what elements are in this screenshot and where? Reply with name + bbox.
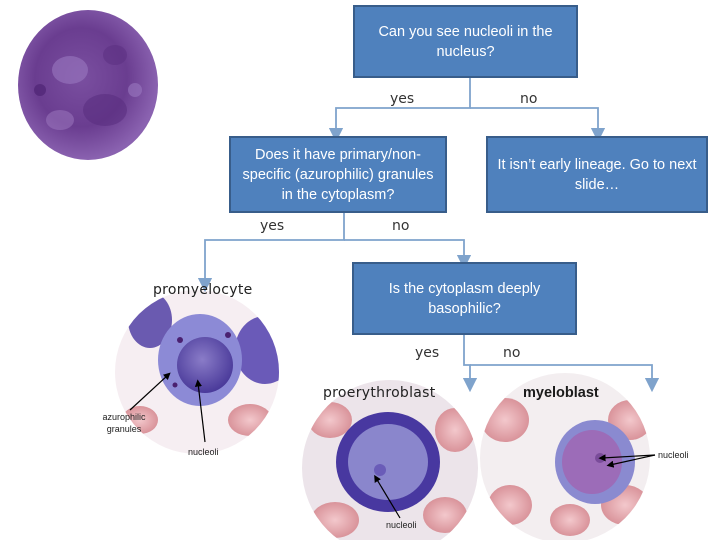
- result-box-not-early-lineage: It isn’t early lineage. Go to next slide…: [486, 136, 708, 213]
- blast-cell-image: [18, 10, 158, 160]
- branch-label-q2-yes: yes: [260, 218, 285, 234]
- branch-label-q3-no: no: [503, 345, 521, 361]
- branch-label-q3-yes: yes: [415, 345, 440, 361]
- annotation-nucleoli-promyelocyte: nucleoli: [188, 447, 219, 457]
- question-nucleoli-text: Can you see nucleoli in the nucleus?: [378, 23, 553, 60]
- annotation-pointers: [129, 372, 656, 519]
- cell-label-promyelocyte: promyelocyte: [153, 282, 253, 298]
- cell-label-myeloblast: myeloblast: [523, 385, 599, 401]
- connectors: [197, 78, 660, 393]
- annotation-nucleoli-proerythroblast: nucleoli: [386, 520, 417, 530]
- annotation-nucleoli-myeloblast: nucleoli: [658, 450, 689, 460]
- cell-label-proerythroblast: proerythroblast: [323, 385, 436, 401]
- question-azurophilic-text: Does it have primary/non-specific (azuro…: [242, 146, 434, 203]
- branch-label-q2-no: no: [392, 218, 410, 234]
- promyelocyte-image: [115, 290, 279, 454]
- branch-label-q1-no: no: [520, 91, 538, 107]
- question-basophilic-text: Is the cytoplasm deeply basophilic?: [388, 280, 541, 317]
- result-not-early-lineage-text: It isn’t early lineage. Go to next slide…: [497, 156, 697, 193]
- proerythroblast-image: [302, 380, 478, 540]
- question-box-nucleoli: Can you see nucleoli in the nucleus?: [353, 5, 578, 78]
- question-box-azurophilic: Does it have primary/non-specific (azuro…: [229, 136, 447, 213]
- myeloblast-image: [480, 373, 650, 540]
- annotation-azurophilic-granules: azurophilic granules: [102, 412, 146, 434]
- branch-label-q1-yes: yes: [390, 91, 415, 107]
- question-box-basophilic: Is the cytoplasm deeply basophilic?: [352, 262, 577, 335]
